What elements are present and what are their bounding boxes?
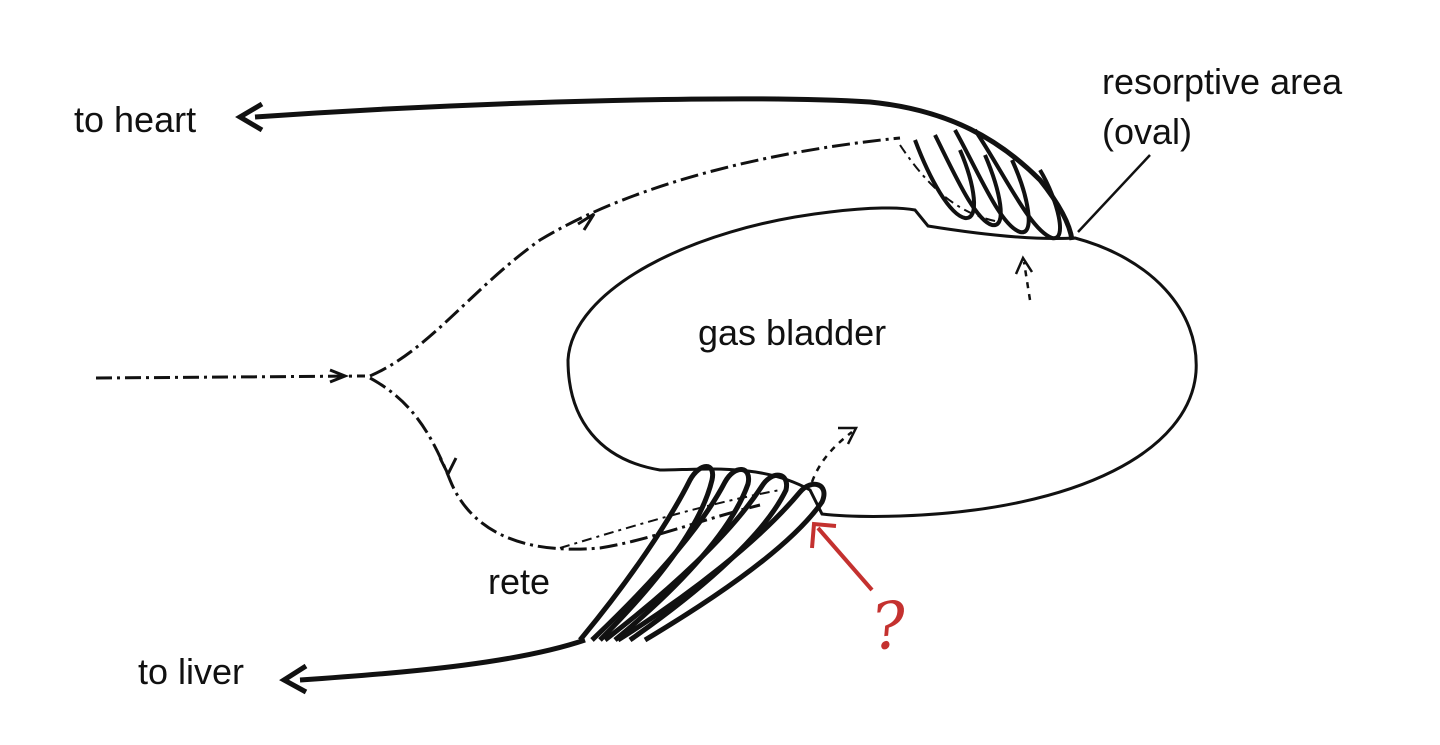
annotation-question-mark: ? bbox=[868, 588, 911, 666]
label-gas-bladder: gas bladder bbox=[698, 312, 887, 353]
incoming-vessel bbox=[95, 374, 366, 380]
rete-capillary-loops bbox=[578, 464, 827, 643]
resorptive-diffusion-lines bbox=[899, 144, 1001, 223]
upper-branch-vessel bbox=[369, 136, 901, 378]
label-resorptive-oval: (oval) bbox=[1102, 111, 1193, 152]
resorptive-leader-line bbox=[1077, 154, 1151, 233]
resorptive-capillary-loops bbox=[913, 128, 1062, 241]
lower-branch-arrowhead bbox=[438, 457, 458, 478]
label-to-heart: to heart bbox=[74, 99, 197, 140]
to-liver-arrowhead bbox=[279, 663, 308, 695]
to-heart-arrowhead bbox=[235, 101, 264, 133]
upper-branch-arrowhead bbox=[577, 212, 596, 231]
rete-diffusion-lines bbox=[559, 489, 781, 549]
to-liver-vessel bbox=[299, 637, 586, 683]
annotation-arrow bbox=[816, 526, 874, 592]
lower-branch-vessel bbox=[369, 376, 761, 551]
incoming-arrowhead bbox=[329, 368, 350, 384]
resorption-gas-arrowhead bbox=[1014, 255, 1034, 275]
annotation-arrowhead bbox=[810, 521, 837, 549]
gas-bladder-outline bbox=[566, 206, 1198, 518]
secretion-gas-arrowhead bbox=[838, 426, 859, 445]
secretion-gas-arrow bbox=[810, 431, 853, 483]
label-rete: rete bbox=[488, 561, 551, 602]
label-to-liver: to liver bbox=[138, 651, 245, 692]
to-heart-vessel bbox=[254, 96, 1075, 241]
label-resorptive-area: resorptive area bbox=[1102, 61, 1343, 102]
